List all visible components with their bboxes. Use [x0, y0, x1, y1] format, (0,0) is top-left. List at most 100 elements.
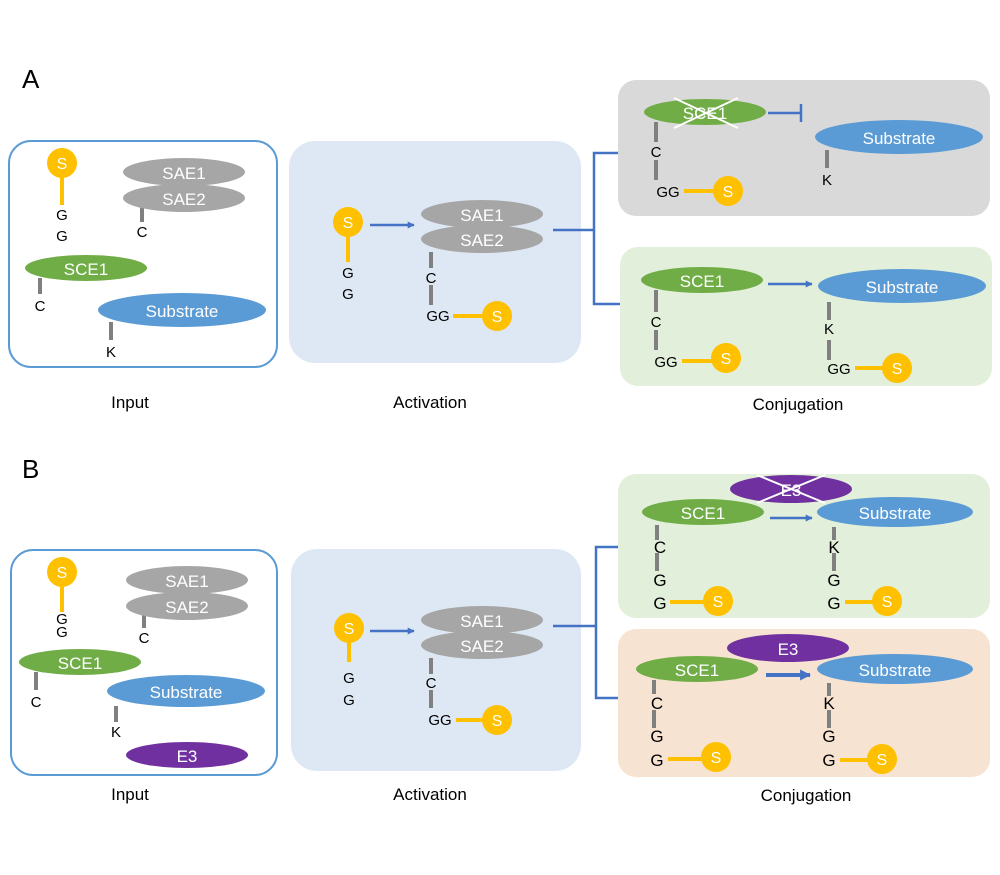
sumo-label: S — [723, 184, 734, 201]
residue-g: G — [827, 594, 840, 613]
sumo-label: S — [882, 594, 893, 611]
sce1-ellipse — [636, 656, 758, 682]
residue-g: G — [342, 286, 354, 303]
sae2-label: SAE2 — [165, 598, 208, 617]
residue-g: G — [822, 751, 835, 770]
residue-g: G — [56, 611, 68, 628]
sce1-label: SCE1 — [675, 661, 719, 680]
sumo-label: S — [892, 361, 903, 378]
residue-k: K — [822, 172, 832, 189]
sce1-label: SCE1 — [64, 260, 108, 279]
e3-ellipse — [727, 634, 849, 662]
residue-g: G — [650, 751, 663, 770]
residue-g: G — [343, 670, 355, 687]
e3-label: E3 — [781, 481, 802, 500]
e3-ellipse — [126, 742, 248, 768]
sumo-circle — [703, 586, 733, 616]
sumo-circle — [882, 353, 912, 383]
substrate-ellipse — [815, 120, 983, 154]
residue-gg: GG — [428, 712, 451, 729]
sumo-label: S — [877, 752, 888, 769]
substrate-ellipse — [98, 293, 266, 327]
residue-gg: GG — [426, 308, 449, 325]
sumo-circle — [701, 742, 731, 772]
sae1-ellipse — [123, 158, 245, 186]
residue-c: C — [651, 314, 662, 331]
sumo-circle — [482, 301, 512, 331]
sce1-ellipse — [642, 499, 764, 525]
sumo-label: S — [344, 621, 355, 638]
sumo-label: S — [57, 156, 68, 173]
residue-g: G — [653, 571, 666, 590]
stage-label-input: Input — [111, 785, 149, 804]
substrate-ellipse — [818, 269, 986, 303]
residue-g: G — [822, 727, 835, 746]
residue-c: C — [35, 298, 46, 315]
sumo-label: S — [343, 215, 354, 232]
residue-g: G — [343, 692, 355, 709]
e3-label: E3 — [177, 747, 198, 766]
substrate-label: Substrate — [859, 661, 932, 680]
sae1-ellipse — [126, 566, 248, 594]
sce1-ellipse — [641, 267, 763, 293]
residue-g: G — [56, 624, 68, 641]
stage-label-conjugation: Conjugation — [753, 395, 844, 414]
cross-mark-icon — [673, 97, 739, 129]
substrate-ellipse — [107, 675, 265, 707]
sumo-circle — [713, 176, 743, 206]
sumo-label: S — [57, 565, 68, 582]
sumo-label: S — [721, 351, 732, 368]
sumo-circle — [711, 343, 741, 373]
sae2-label: SAE2 — [460, 637, 503, 656]
stage-label-activation: Activation — [393, 393, 467, 412]
sae1-ellipse — [421, 200, 543, 228]
residue-g: G — [56, 228, 68, 245]
substrate-label: Substrate — [859, 504, 932, 523]
residue-gg: GG — [827, 361, 850, 378]
sumo-label: S — [492, 713, 503, 730]
sce1-ellipse — [19, 649, 141, 675]
sumo-circle — [47, 148, 77, 178]
substrate-label: Substrate — [150, 683, 223, 702]
residue-k: K — [111, 724, 121, 741]
panel-label-b: B — [22, 454, 39, 484]
sae2-label: SAE2 — [162, 190, 205, 209]
sae1-label: SAE1 — [165, 572, 208, 591]
sumo-label: S — [492, 309, 503, 326]
residue-c: C — [139, 630, 150, 647]
activation-box-a — [289, 141, 581, 363]
residue-c: C — [651, 144, 662, 161]
residue-gg: GG — [654, 354, 677, 371]
residue-g: G — [56, 207, 68, 224]
substrate-ellipse — [817, 654, 973, 684]
sumo-circle — [334, 613, 364, 643]
sae1-label: SAE1 — [162, 164, 205, 183]
residue-c: C — [426, 675, 437, 692]
stage-label-conjugation: Conjugation — [761, 786, 852, 805]
e3-label: E3 — [778, 640, 799, 659]
sumo-label: S — [713, 594, 724, 611]
residue-c: C — [137, 224, 148, 241]
sae2-label: SAE2 — [460, 231, 503, 250]
sae2-ellipse — [123, 184, 245, 212]
sae2-ellipse — [126, 592, 248, 620]
sumo-label: S — [711, 750, 722, 767]
substrate-label: Substrate — [866, 278, 939, 297]
sumo-circle — [47, 557, 77, 587]
residue-c: C — [654, 538, 666, 557]
residue-k: K — [828, 538, 840, 557]
substrate-label: Substrate — [863, 129, 936, 148]
sce1-label: SCE1 — [58, 654, 102, 673]
residue-g: G — [342, 265, 354, 282]
sce1-label: SCE1 — [680, 272, 724, 291]
residue-c: C — [31, 694, 42, 711]
sce1-label: SCE1 — [681, 504, 725, 523]
residue-g: G — [653, 594, 666, 613]
branch-arrow-down — [592, 230, 632, 304]
residue-k: K — [823, 694, 835, 713]
residue-c: C — [426, 270, 437, 287]
substrate-ellipse — [817, 497, 973, 527]
residue-c: C — [651, 694, 663, 713]
sumo-circle — [872, 586, 902, 616]
